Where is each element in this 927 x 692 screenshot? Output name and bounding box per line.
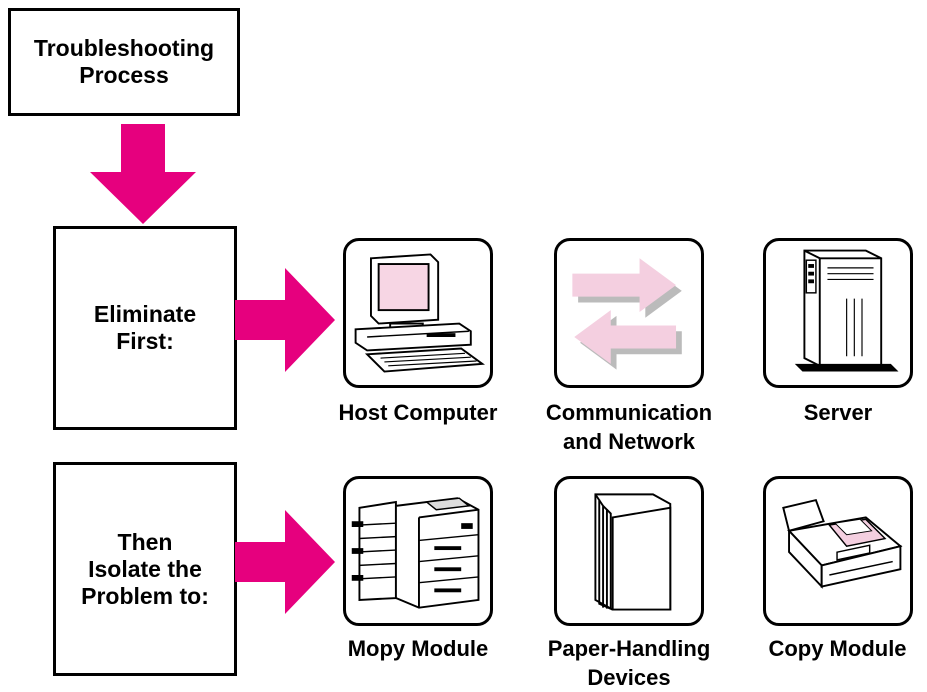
server-tower-icon: [794, 249, 899, 372]
right-arrow-icon: [235, 268, 335, 372]
server-tile: [763, 238, 913, 388]
host-computer-tile: [343, 238, 493, 388]
copy-module-caption: Copy Module: [768, 636, 907, 661]
host-computer-icon: [354, 253, 485, 373]
isolate-problem-label: Then Isolate the Problem to:: [81, 528, 209, 609]
paper-handling-tile: [554, 476, 704, 626]
down-arrow-icon: [90, 124, 196, 224]
mopy-module-tile: [343, 476, 493, 626]
isolate-problem-box: Then Isolate the Problem to:: [53, 462, 237, 676]
paper-handling-caption: Paper-Handling Devices: [547, 636, 711, 690]
copy-module-tile: [763, 476, 913, 626]
communication-network-caption: Communication and Network: [545, 400, 713, 454]
copier-scanner-icon: [782, 498, 903, 589]
host-computer-caption: Host Computer: [338, 400, 498, 425]
paper-stack-icon: [594, 493, 672, 611]
mopy-module-caption: Mopy Module: [347, 636, 489, 661]
eliminate-first-box: Eliminate First:: [53, 226, 237, 430]
troubleshooting-process-label: Troubleshooting Process: [33, 35, 215, 88]
printer-with-finisher-icon: [351, 497, 480, 609]
communication-network-tile: [554, 238, 704, 388]
exchange-arrows-icon: [572, 258, 682, 370]
right-arrow-icon: [235, 510, 335, 614]
server-caption: Server: [803, 400, 873, 425]
troubleshooting-process-box: Troubleshooting Process: [8, 8, 240, 116]
eliminate-first-label: Eliminate First:: [93, 301, 197, 354]
